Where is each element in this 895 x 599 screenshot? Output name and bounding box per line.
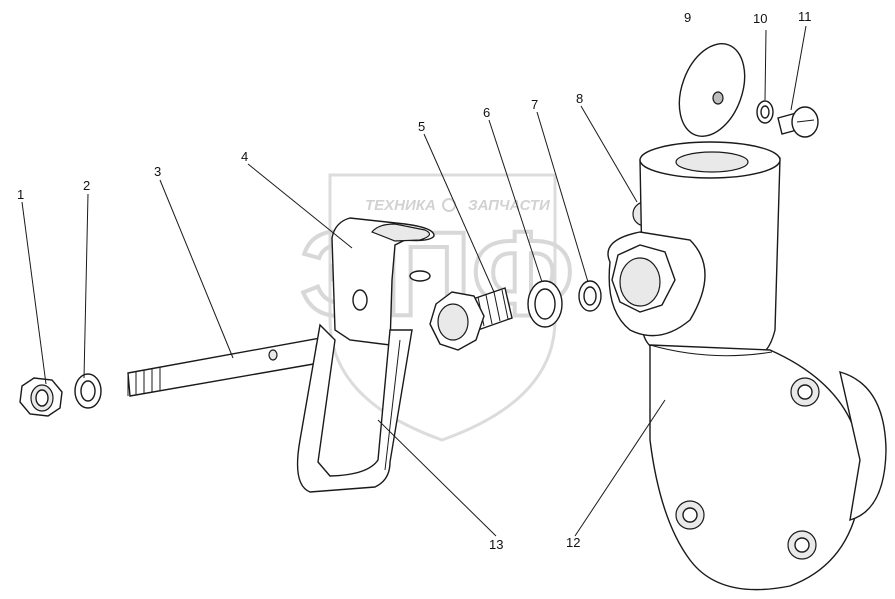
callout-9: 9 (684, 10, 691, 25)
part-10-washer (756, 100, 774, 124)
part-13-lever (296, 323, 413, 493)
part-11-screw (777, 106, 819, 138)
part-4-bracket (331, 217, 435, 346)
watermark-text-left: ТЕХНИКА (365, 197, 436, 214)
callout-10: 10 (753, 11, 767, 26)
callout-7: 7 (531, 97, 538, 112)
callout-13: 13 (489, 537, 503, 552)
part-9-disc (678, 43, 746, 137)
callout-6: 6 (483, 105, 490, 120)
part-7-ring (578, 280, 602, 312)
callout-8: 8 (576, 91, 583, 106)
callouts: 1 2 3 4 5 6 7 8 9 10 11 12 13 (17, 9, 812, 552)
leader-lines (21, 25, 807, 537)
part-1-nut (19, 377, 63, 417)
callout-12: 12 (566, 535, 580, 550)
callout-11: 11 (798, 9, 812, 24)
part-2-washer (74, 373, 102, 409)
part-6-washer (527, 280, 563, 328)
callout-4: 4 (241, 149, 248, 164)
watermark-text-right: ЗАПЧАСТИ (468, 197, 551, 214)
part-12-housing (607, 141, 887, 591)
callout-2: 2 (83, 178, 90, 193)
callout-5: 5 (418, 119, 425, 134)
callout-1: 1 (17, 187, 24, 202)
callout-3: 3 (154, 164, 161, 179)
part-5-bolt (429, 287, 513, 351)
